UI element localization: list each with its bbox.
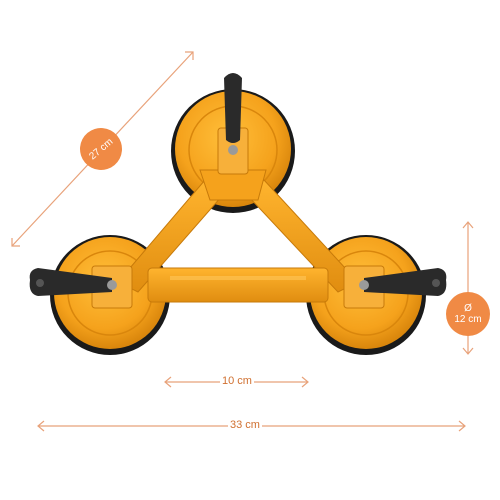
diameter-dimension-text: 12 cm [454,314,482,325]
lever-handle-left [29,268,117,296]
width-dimension-label: 33 cm [228,419,262,431]
lifter-frame [117,169,359,303]
diameter-symbol: Ø [464,303,472,314]
lever-handle-right [359,268,447,296]
lever-handle-top [224,73,242,155]
diameter-dimension-badge: Ø 12 cm [446,292,490,336]
spacing-dimension-label: 10 cm [220,375,254,387]
diagonal-dimension-text: 27 cm [87,136,115,162]
